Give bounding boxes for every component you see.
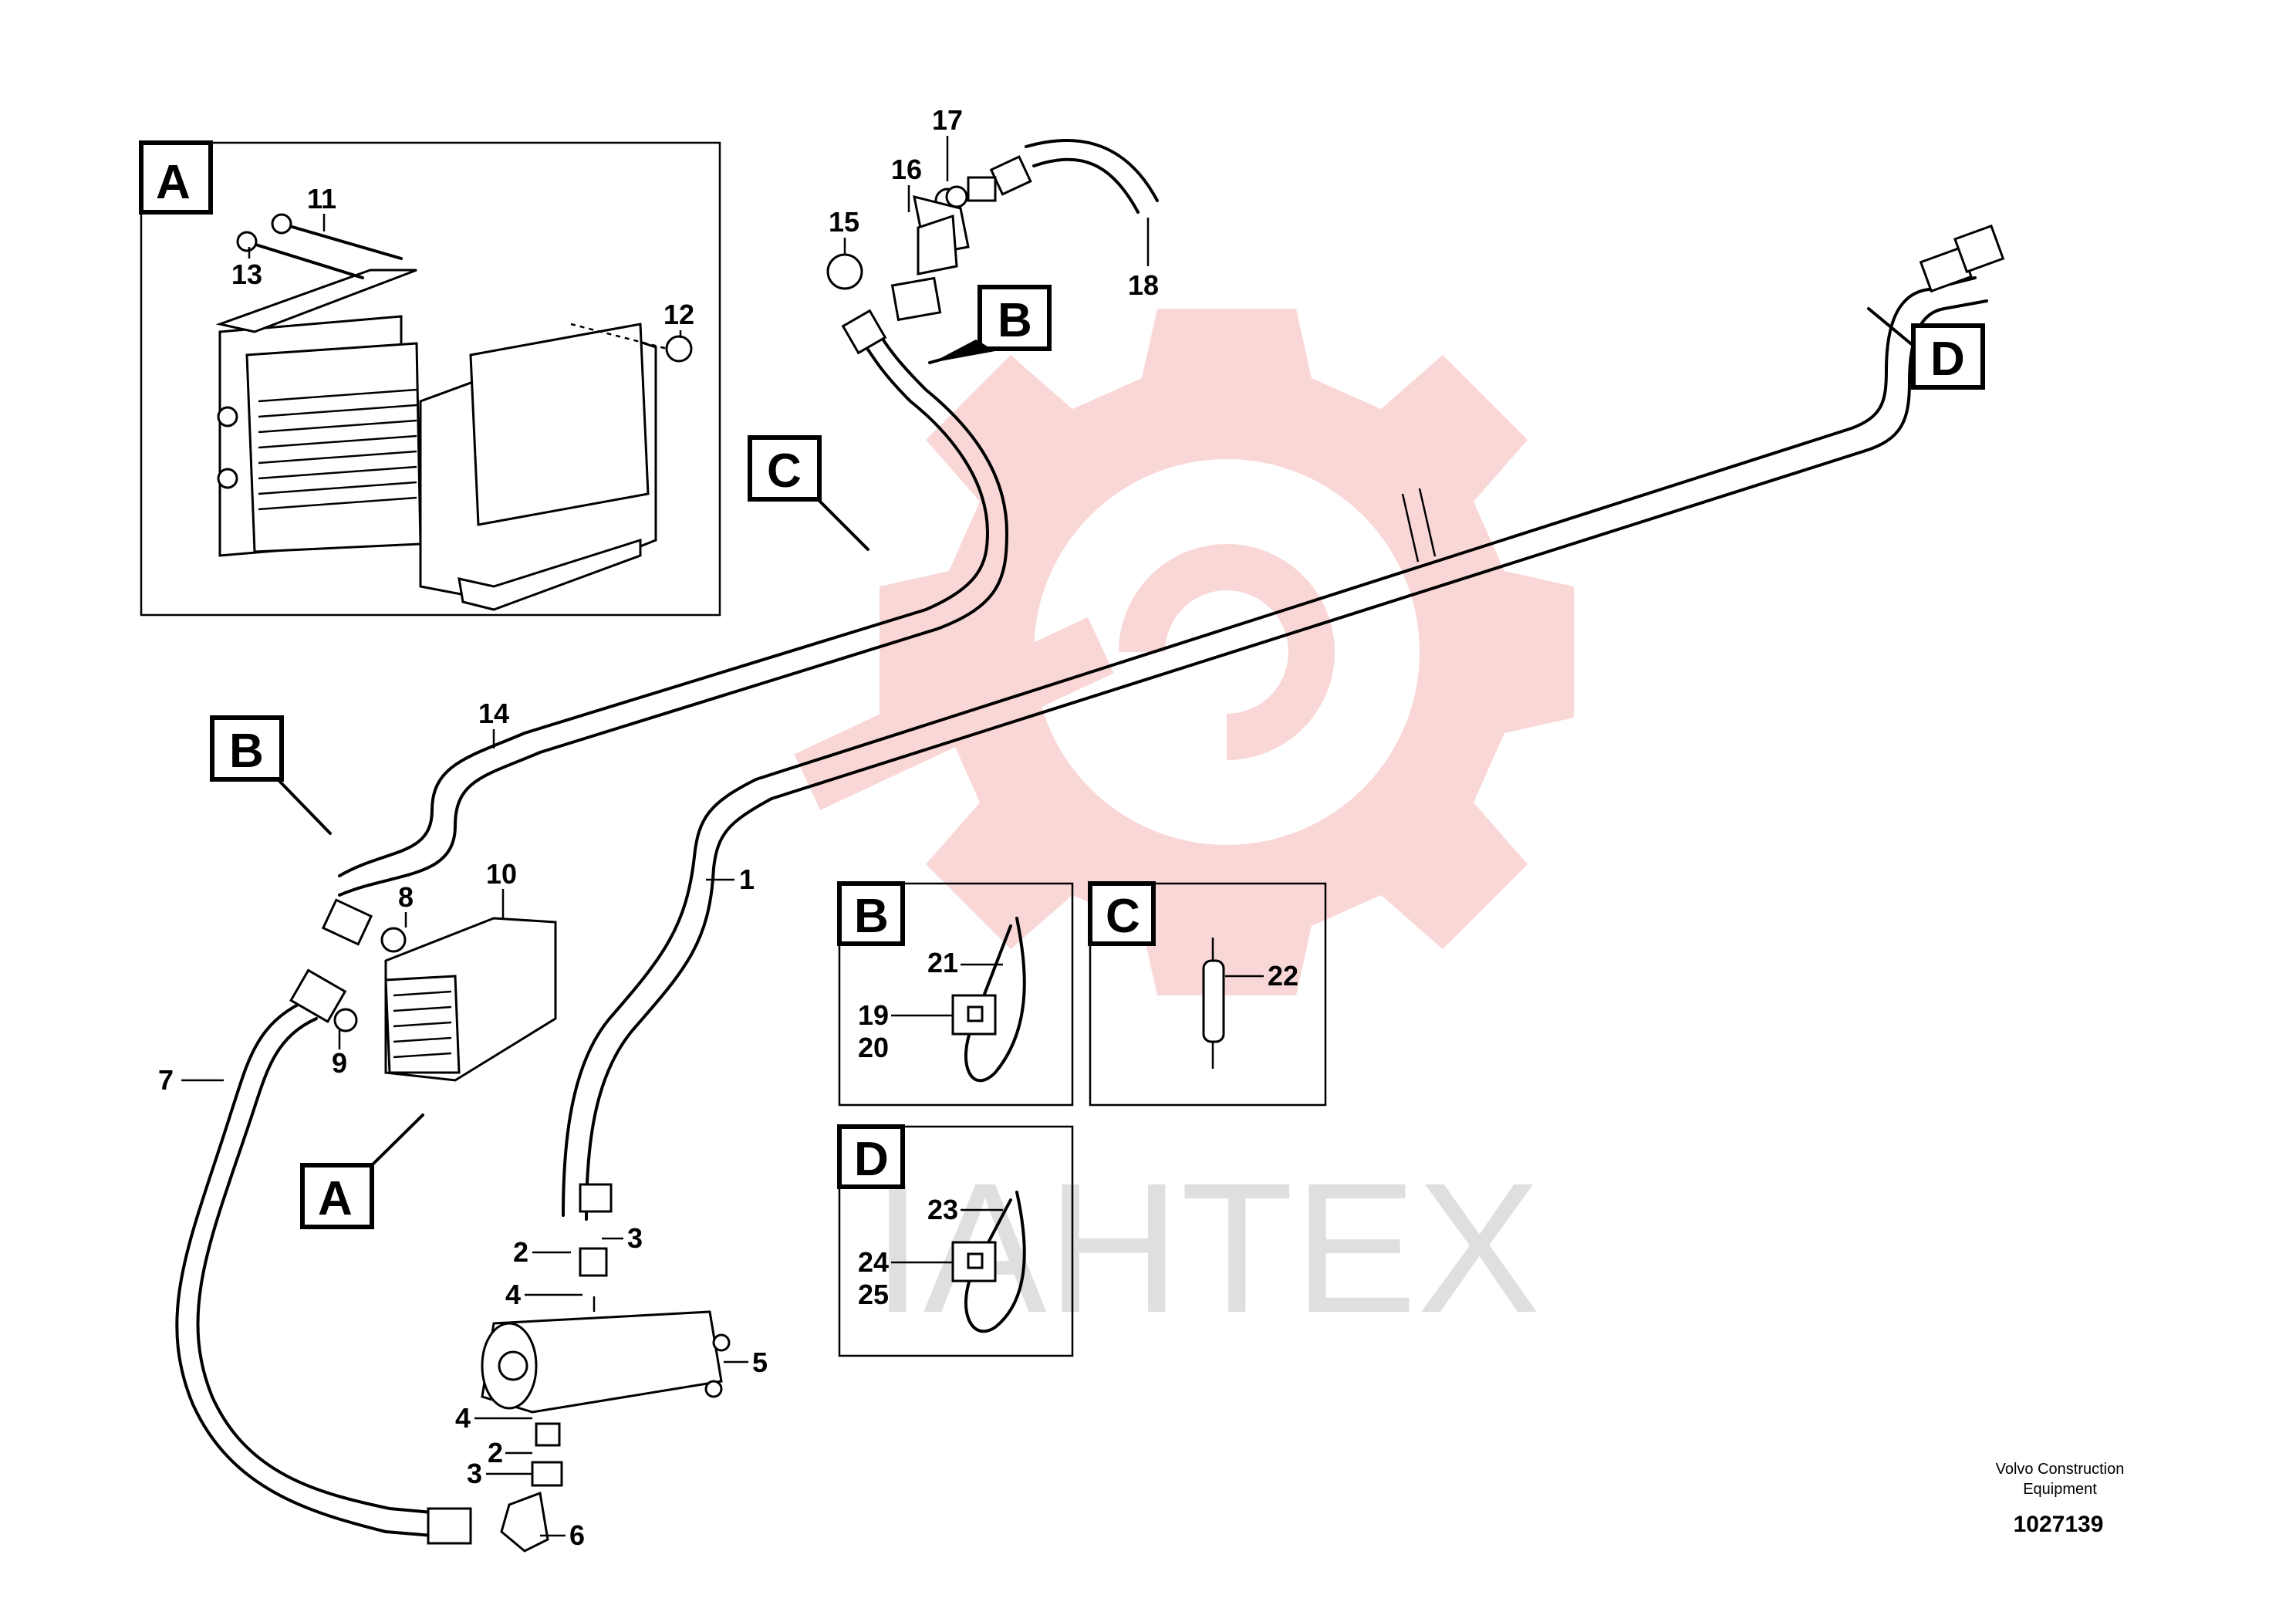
ref-b-top: B [998, 294, 1032, 347]
detail-box-a: A 11 13 [139, 140, 721, 617]
ref-b-left: B [229, 725, 264, 778]
document-number: 1027139 [2014, 1512, 2104, 1537]
callout-24: 24 [858, 1246, 889, 1278]
detail-box-c: C 22 [1088, 881, 1327, 1107]
brand-line-2: Equipment [2023, 1481, 2097, 1498]
fittings [289, 155, 2005, 1553]
callout-10: 10 [486, 858, 517, 890]
callout-14: 14 [478, 698, 509, 729]
callout-8: 8 [398, 881, 414, 913]
callout-23: 23 [927, 1194, 958, 1225]
watermark-gear-logo: IAHTEX [794, 309, 1574, 1351]
callout-7: 7 [158, 1064, 174, 1096]
callout-20: 20 [858, 1032, 889, 1063]
callout-11: 11 [307, 183, 336, 215]
ref-d-right: D [1930, 333, 1965, 386]
callout-17: 17 [932, 104, 963, 136]
callouts-main: 17 16 15 18 14 10 8 9 7 1 3 2 4 5 4 2 3 … [158, 104, 1159, 1551]
callout-5: 5 [752, 1347, 768, 1378]
callout-15: 15 [829, 206, 859, 238]
callout-22: 22 [1268, 960, 1298, 992]
callout-3a: 3 [627, 1222, 643, 1254]
callout-6: 6 [569, 1519, 585, 1551]
callout-2a: 2 [513, 1236, 528, 1268]
detail-box-c-letter: C [1106, 890, 1140, 943]
oil-cooler-exploded-illustration [215, 213, 693, 611]
callout-12: 12 [663, 299, 694, 330]
callout-18: 18 [1128, 269, 1159, 301]
callout-21: 21 [927, 947, 958, 978]
detail-reference-labels: B C D B A [210, 285, 1985, 1229]
callout-19: 19 [858, 999, 889, 1031]
ref-a-main: A [318, 1172, 353, 1225]
callout-16: 16 [891, 154, 922, 185]
detail-box-b: B 21 19 20 [837, 881, 1074, 1107]
ref-c-left: C [767, 444, 802, 498]
callout-4b: 4 [455, 1402, 471, 1434]
callout-25: 25 [858, 1279, 889, 1310]
hoses-and-lines [175, 138, 1988, 1537]
callout-13: 13 [231, 259, 262, 290]
callout-3b: 3 [467, 1458, 482, 1489]
detail-box-b-letter: B [854, 890, 889, 943]
detail-box-d: D 23 24 25 [837, 1124, 1074, 1357]
callout-9: 9 [332, 1047, 347, 1079]
footer: Volvo Construction Equipment 1027139 [1996, 1461, 2125, 1537]
detail-box-a-letter: A [156, 156, 191, 209]
callout-1: 1 [739, 863, 755, 895]
callout-4a: 4 [505, 1279, 521, 1310]
callout-2b: 2 [488, 1437, 503, 1468]
detail-box-d-letter: D [854, 1133, 889, 1186]
brand-line-1: Volvo Construction [1996, 1461, 2125, 1478]
